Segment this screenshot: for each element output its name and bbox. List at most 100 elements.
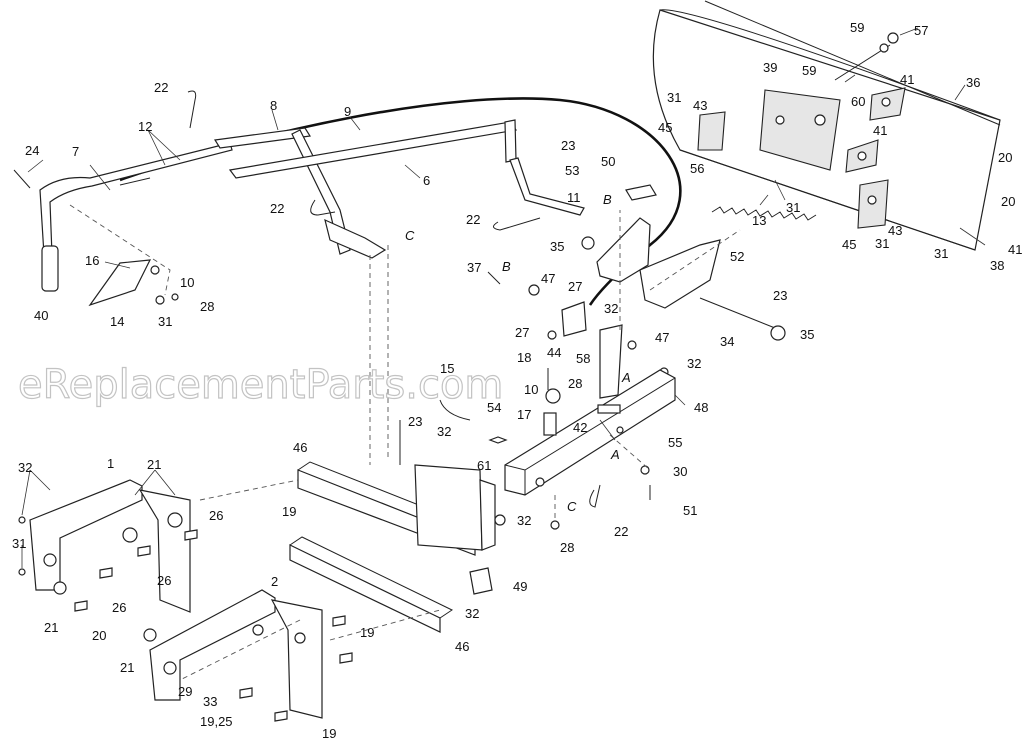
callout-21: 21 [147, 457, 161, 472]
callout-8: 8 [270, 98, 277, 113]
ref-letter-a: A [610, 447, 620, 462]
callout-22: 22 [614, 524, 628, 539]
leader-lines [21, 27, 986, 568]
callout-23: 23 [773, 288, 787, 303]
callout-32: 32 [437, 424, 451, 439]
callout-32: 32 [18, 460, 32, 475]
callout-31: 31 [786, 200, 800, 215]
callout-33: 33 [203, 694, 217, 709]
callout-41: 41 [900, 72, 914, 87]
callout-11: 11 [567, 190, 581, 205]
ref-letter-c: C [567, 499, 577, 514]
right-mount-plate-2 [143, 589, 353, 722]
callout-42: 42 [573, 420, 587, 435]
callout-37: 37 [467, 260, 481, 275]
callout-23: 23 [408, 414, 422, 429]
callout-48: 48 [694, 400, 708, 415]
callout-43: 43 [693, 98, 707, 113]
callout-19: 19 [322, 726, 336, 741]
callout-20: 20 [998, 150, 1012, 165]
callout-45: 45 [842, 237, 856, 252]
callout-32: 32 [604, 301, 618, 316]
callout-12: 12 [138, 119, 152, 134]
watermark-text: eReplacementParts.com [18, 362, 503, 408]
callout-22: 22 [270, 201, 284, 216]
callout-43: 43 [888, 223, 902, 238]
lift-handle-assembly [39, 119, 518, 307]
ref-letter-a: A [621, 370, 631, 385]
callout-45: 45 [658, 120, 672, 135]
callout-46: 46 [293, 440, 307, 455]
callout-10: 10 [524, 382, 538, 397]
callout-61: 61 [477, 458, 491, 473]
callout-31: 31 [875, 236, 889, 251]
callout-30: 30 [673, 464, 687, 479]
callout-28: 28 [568, 376, 582, 391]
ref-letter-c: C [405, 228, 415, 243]
callout-51: 51 [683, 503, 697, 518]
callout-41: 41 [873, 123, 887, 138]
callout-24: 24 [25, 143, 39, 158]
callout-59: 59 [802, 63, 816, 78]
callout-31: 31 [934, 246, 948, 261]
plow-blade [652, 0, 1001, 251]
callout-20: 20 [92, 628, 106, 643]
callout-31: 31 [12, 536, 26, 551]
callout-55: 55 [668, 435, 682, 450]
callout-40: 40 [34, 308, 48, 323]
callout-50: 50 [601, 154, 615, 169]
callout-19-25: 19,25 [200, 714, 233, 729]
ref-letter-b: B [603, 192, 612, 207]
callout-49: 49 [513, 579, 527, 594]
callout-1: 1 [107, 456, 114, 471]
center-linkage [487, 157, 786, 399]
callout-52: 52 [730, 249, 744, 264]
callout-31: 31 [158, 314, 172, 329]
callout-34: 34 [720, 334, 734, 349]
callout-35: 35 [800, 327, 814, 342]
spring [711, 206, 817, 221]
callout-35: 35 [550, 239, 564, 254]
callout-32: 32 [687, 356, 701, 371]
callout-21: 21 [44, 620, 58, 635]
callout-32: 32 [465, 606, 479, 621]
control-cable [119, 97, 682, 306]
main-frame [504, 368, 676, 500]
callout-26: 26 [157, 573, 171, 588]
callout-7: 7 [72, 144, 79, 159]
callout-60: 60 [851, 94, 865, 109]
callout-39: 39 [763, 60, 777, 75]
reference-letters: A A B B C C [405, 192, 631, 514]
callout-27: 27 [515, 325, 529, 340]
callout-41: 41 [1008, 242, 1022, 257]
left-mount-plate-1 [18, 479, 198, 613]
callout-31: 31 [667, 90, 681, 105]
callout-28: 28 [560, 540, 574, 555]
callout-47: 47 [541, 271, 555, 286]
callout-21: 21 [120, 660, 134, 675]
callout-18: 18 [517, 350, 531, 365]
callout-46: 46 [455, 639, 469, 654]
callout-22: 22 [154, 80, 168, 95]
callout-27: 27 [568, 279, 582, 294]
callout-29: 29 [178, 684, 192, 699]
callout-47: 47 [655, 330, 669, 345]
callout-16: 16 [85, 253, 99, 268]
callout-57: 57 [914, 23, 928, 38]
callout-58: 58 [576, 351, 590, 366]
callout-23: 23 [561, 138, 575, 153]
callout-17: 17 [517, 407, 531, 422]
callout-44: 44 [547, 345, 561, 360]
callout-15: 15 [440, 361, 454, 376]
callout-13: 13 [752, 213, 766, 228]
mount-bars [289, 399, 508, 633]
callout-26: 26 [112, 600, 126, 615]
callout-19: 19 [282, 504, 296, 519]
ref-letter-b: B [502, 259, 511, 274]
callout-10: 10 [180, 275, 194, 290]
callout-22: 22 [466, 212, 480, 227]
callout-56: 56 [690, 161, 704, 176]
callout-36: 36 [966, 75, 980, 90]
callout-59: 59 [850, 20, 864, 35]
